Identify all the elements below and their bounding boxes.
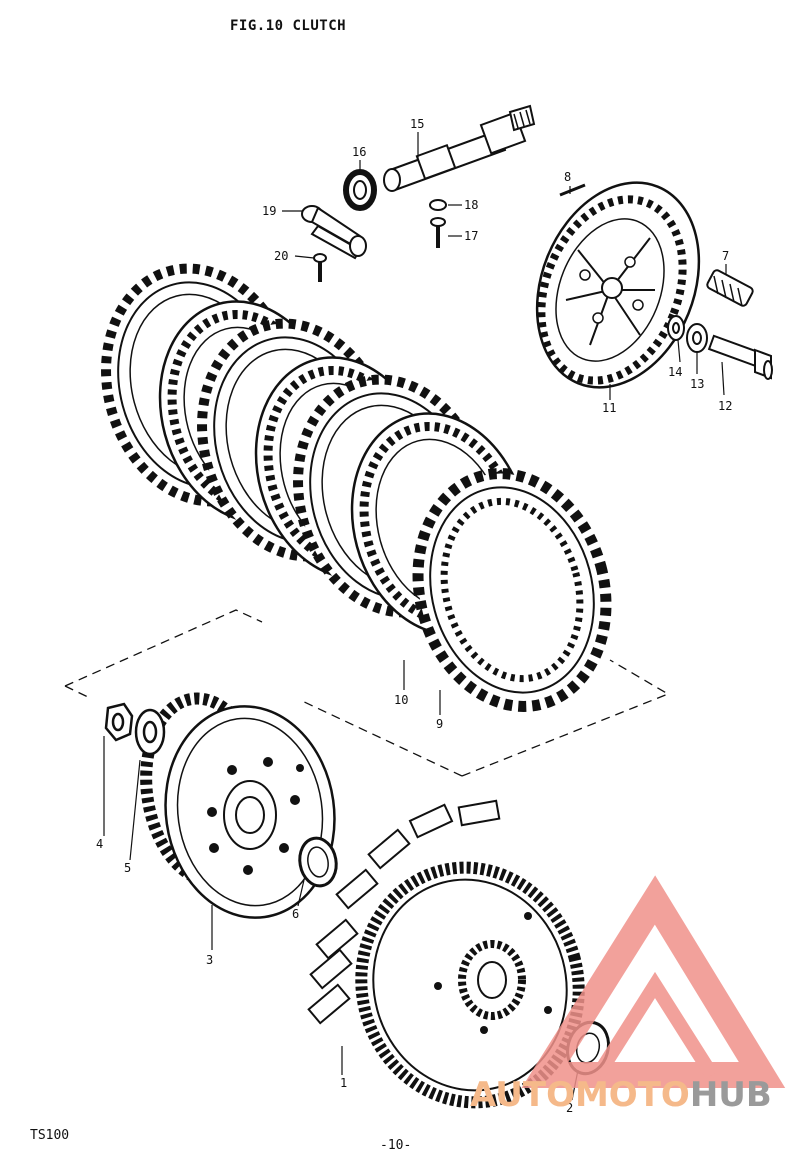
- watermark-text: AUTOMOTOHUB: [470, 1075, 772, 1115]
- callout-15: 15: [410, 117, 425, 131]
- pin: [559, 183, 586, 197]
- callout-1: 1: [340, 1076, 348, 1090]
- lock-washer-13: [686, 323, 708, 353]
- callout-2: 2: [566, 1101, 574, 1115]
- washer-14: [667, 315, 685, 341]
- hub-washer: [134, 708, 166, 756]
- driven-plate-front: [412, 468, 612, 712]
- release-lever: [301, 205, 367, 260]
- callout-19: 19: [262, 204, 277, 218]
- callout-17: 17: [464, 229, 479, 243]
- callout-7: 7: [722, 249, 730, 263]
- callout-10: 10: [394, 693, 409, 707]
- callout-4: 4: [96, 837, 104, 851]
- figure-title: FIG.10 CLUTCH: [230, 18, 347, 34]
- watermark-text-dark: HUB: [689, 1075, 772, 1115]
- washer-18: [429, 199, 447, 211]
- clutch-spring: [706, 269, 754, 307]
- screw-20: [313, 253, 327, 282]
- callout-6: 6: [292, 907, 300, 921]
- callout-9: 9: [436, 717, 444, 731]
- clutch-plates-stack: [101, 263, 612, 712]
- callout-3: 3: [206, 953, 214, 967]
- triangle-logo-icon: [521, 875, 786, 1088]
- thrust-washer: [298, 836, 338, 888]
- callout-11: 11: [602, 401, 617, 415]
- callout-18: 18: [464, 198, 479, 212]
- clutch-housing: [307, 799, 585, 1109]
- callout-14: 14: [668, 365, 683, 379]
- clutch-sleeve-hub: [140, 692, 336, 919]
- callout-16: 16: [352, 145, 367, 159]
- oil-seal: [343, 169, 377, 211]
- pressure-plate: [535, 181, 701, 389]
- model-code: TS100: [30, 1128, 70, 1143]
- callout-12: 12: [718, 399, 733, 413]
- callout-13: 13: [690, 377, 705, 391]
- callout-5: 5: [124, 861, 132, 875]
- watermark-text-light: AUTOMOTO: [470, 1075, 690, 1115]
- page-number: -10-: [380, 1138, 412, 1153]
- callout-20: 20: [274, 249, 289, 263]
- screw-17: [430, 217, 446, 248]
- bolt-12: [707, 334, 773, 380]
- callout-8: 8: [564, 170, 572, 184]
- plate-group-outline: [64, 609, 670, 777]
- hub-nut: [104, 702, 134, 742]
- release-shaft: [383, 104, 536, 192]
